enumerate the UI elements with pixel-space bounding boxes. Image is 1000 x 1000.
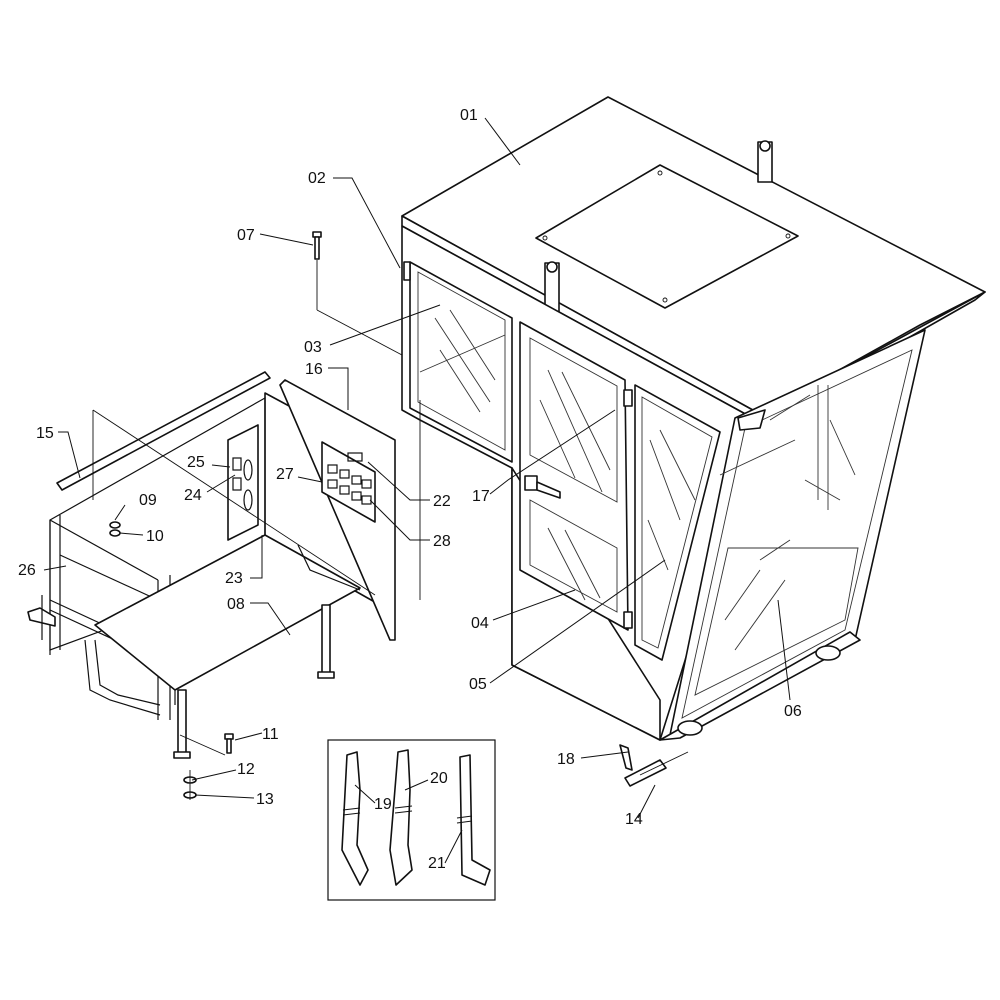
lower-window-glass (694, 547, 859, 696)
callout-20: 20 (430, 770, 448, 787)
door-hinge (623, 611, 633, 629)
door-lower-glass (529, 499, 618, 613)
leg-foot (173, 751, 191, 759)
hatch-bolt (657, 170, 663, 176)
door-handle (524, 475, 561, 499)
door-upper-glass (529, 337, 618, 503)
roof-hatch (535, 164, 799, 309)
callout-25: 25 (187, 454, 205, 471)
callout-03: 03 (304, 339, 322, 356)
hinge-pin (624, 759, 667, 787)
side-window-glass (417, 271, 506, 451)
cab-skid (659, 631, 861, 741)
callout-04: 04 (471, 615, 489, 632)
callout-11: 11 (262, 726, 279, 743)
console-frame-assembly (27, 231, 689, 800)
callout-13: 13 (256, 791, 274, 808)
hinge (403, 261, 411, 281)
callout-19: 19 (374, 796, 392, 813)
cab-assembly (401, 96, 986, 741)
callout-23: 23 (225, 570, 243, 587)
callout-05: 05 (469, 676, 487, 693)
front-side-window-frame (634, 384, 721, 661)
spring-clip (619, 744, 633, 771)
callout-08: 08 (227, 596, 245, 613)
hatch-bolt (662, 297, 668, 303)
bracket-detail-box (327, 739, 496, 901)
door-hinge (623, 389, 633, 407)
callout-27: 27 (276, 466, 294, 483)
hatch-bolt (542, 235, 548, 241)
hatch-bolt (785, 233, 791, 239)
front-side-window-glass (641, 396, 713, 649)
mirror-bracket (737, 409, 766, 431)
side-cover-plate (279, 379, 396, 641)
callout-07: 07 (237, 227, 255, 244)
washer (109, 521, 121, 529)
callout-01: 01 (460, 107, 478, 124)
detail-frame (327, 739, 496, 901)
leg (177, 689, 187, 756)
callout-02: 02 (308, 170, 326, 187)
lifting-eye-rear (757, 140, 773, 183)
leg (321, 604, 331, 676)
nut (109, 529, 121, 537)
callout-12: 12 (237, 761, 255, 778)
switch-panel (227, 424, 259, 541)
callout-06: 06 (784, 703, 802, 720)
control-keypad (321, 441, 376, 523)
callout-14: 14 (625, 811, 643, 828)
windscreen-glass (681, 349, 913, 719)
callout-26: 26 (18, 562, 36, 579)
callout-18: 18 (557, 751, 575, 768)
roller (677, 720, 703, 736)
callout-21: 21 (428, 855, 446, 872)
callout-24: 24 (184, 487, 202, 504)
roller (815, 645, 841, 661)
bolt (312, 231, 322, 260)
seat-pan (94, 534, 361, 691)
leader-lines (43, 117, 791, 864)
callout-22: 22 (433, 493, 451, 510)
callout-15: 15 (36, 425, 54, 442)
callout-16: 16 (305, 361, 323, 378)
top-strip (56, 371, 271, 491)
callout-09: 09 (139, 492, 157, 509)
callout-17: 17 (472, 488, 490, 505)
callout-10: 10 (146, 528, 164, 545)
bolt (224, 733, 234, 754)
callout-28: 28 (433, 533, 451, 550)
leg-foot (317, 671, 335, 679)
callout-labels: 01 02 03 04 05 06 07 08 09 10 11 12 13 1… (18, 107, 802, 872)
